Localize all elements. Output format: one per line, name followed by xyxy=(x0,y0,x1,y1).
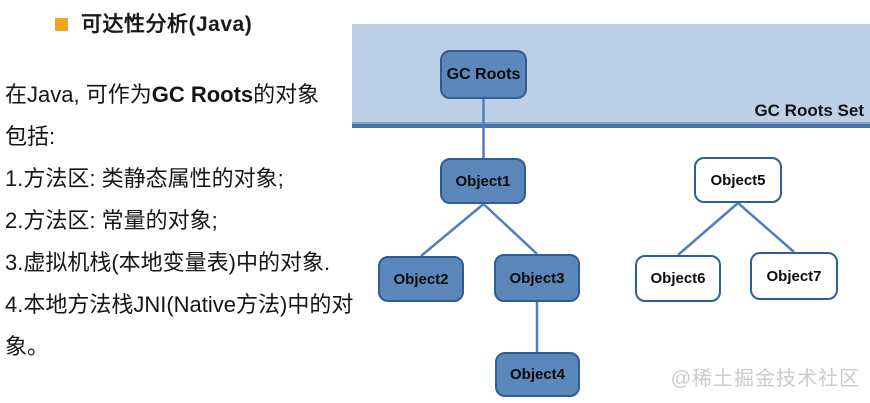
intro-line: 在Java, 可作为GC Roots的对象 xyxy=(5,74,363,116)
node-object6: Object6 xyxy=(635,255,721,302)
list-item: 4.本地方法栈JNI(Native方法)中的对象。 xyxy=(5,292,354,359)
edge-object1-object2 xyxy=(420,203,485,257)
node-object3: Object3 xyxy=(494,254,580,302)
node-object1: Object1 xyxy=(440,158,526,204)
watermark: @稀土掘金技术社区 xyxy=(670,368,860,390)
intro-bold: GC Roots xyxy=(151,82,254,107)
intro-prefix: 在Java, 可作为 xyxy=(5,82,152,107)
bullet-square-icon xyxy=(55,17,68,31)
body-text: 在Java, 可作为GC Roots的对象 包括: 1.方法区: 类静态属性的对… xyxy=(5,74,363,368)
list-item: 1.方法区: 类静态属性的对象; xyxy=(5,166,284,191)
title-row: 可达性分析(Java) xyxy=(55,8,252,38)
list-item: 3.虚拟机栈(本地变量表)中的对象. xyxy=(5,250,331,275)
gc-roots-set-region: GC Roots Set xyxy=(352,24,870,122)
node-object4: Object4 xyxy=(495,352,580,397)
intro-line-2: 包括: xyxy=(5,124,56,149)
intro-suffix: 的对象 xyxy=(253,82,320,107)
list-item: 2.方法区: 常量的对象; xyxy=(5,208,218,233)
node-object5: Object5 xyxy=(694,157,782,203)
edge-object1-object3 xyxy=(482,203,538,255)
page-title: 可达性分析(Java) xyxy=(81,13,253,36)
node-gc-roots: GC Roots xyxy=(440,50,527,99)
gc-roots-set-divider xyxy=(352,122,870,128)
node-object7: Object7 xyxy=(750,252,838,300)
edge-object5-object6 xyxy=(677,202,739,256)
gc-roots-diagram: GC Roots Set GC Roots Object1 Object2 Ob… xyxy=(352,0,870,403)
node-object2: Object2 xyxy=(378,256,464,302)
gc-roots-set-label: GC Roots Set xyxy=(754,101,864,120)
edge-object5-object7 xyxy=(737,202,795,253)
